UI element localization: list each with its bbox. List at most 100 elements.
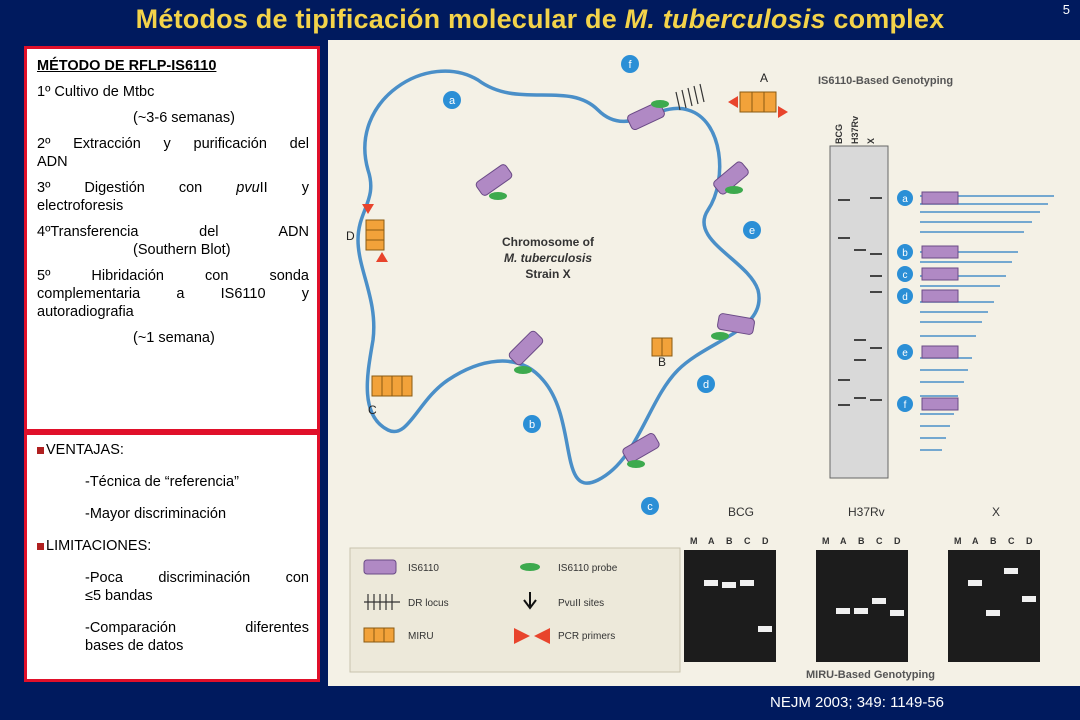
step-5-line2: complementaria a IS6110 y <box>37 286 309 302</box>
legend-primers: PCR primers <box>558 631 615 642</box>
legend-pvuii: PvuII sites <box>558 598 604 609</box>
miru-locus-b <box>651 337 673 357</box>
method-heading: MÉTODO DE RFLP-IS6110 <box>37 58 217 74</box>
locus-letters: A B C D <box>346 71 768 417</box>
is6110-element <box>475 164 513 196</box>
legend-is6110: IS6110 <box>408 563 439 574</box>
title-prefix: Métodos de tipificación molecular de <box>135 4 625 34</box>
lane-label: M <box>822 536 830 546</box>
step-5-line3: autoradiografia <box>37 304 134 320</box>
probe-icon <box>725 186 743 194</box>
lane-label: D <box>1026 536 1033 546</box>
method-box: MÉTODO DE RFLP-IS6110 1º Cultivo de Mtbc… <box>24 46 320 432</box>
probe-icon <box>627 460 645 468</box>
limitation-2: -Comparación diferentes bases de datos <box>37 619 309 655</box>
lane-label: A <box>840 536 847 546</box>
loop-label: c <box>647 501 653 513</box>
lane-label: D <box>762 536 769 546</box>
limitation-1: -Poca discriminación con ≤5 bandas <box>37 569 309 605</box>
legend-panel <box>349 547 681 673</box>
step-4-line2: (Southern Blot) <box>133 242 231 258</box>
dr-locus <box>675 83 705 111</box>
lane-label: B <box>990 536 997 546</box>
step-3-line1: 3º Digestión con pvuII y <box>37 179 309 197</box>
lane-label: A <box>972 536 979 546</box>
is6110-band <box>921 191 959 205</box>
probe-markers <box>489 100 743 468</box>
step-5-time: (~1 semana) <box>133 330 215 346</box>
limitation-2-line1: -Comparación diferentes <box>85 620 309 636</box>
probe-icon <box>651 100 669 108</box>
gel-title: BCG <box>728 505 754 519</box>
probe-icon <box>514 366 532 374</box>
southern-blot <box>829 145 889 479</box>
advantages-heading: VENTAJAS: <box>37 441 309 459</box>
advantage-2: -Mayor discriminación <box>85 506 227 522</box>
is6110-element <box>713 161 749 195</box>
pcr-primers <box>362 96 788 262</box>
blot-column-label: H37Rv <box>850 116 860 144</box>
band-labels: a b c d e f <box>897 190 913 412</box>
lane-label: C <box>876 536 883 546</box>
primer-icon <box>362 204 374 214</box>
legend-miru: MIRU <box>408 631 434 642</box>
gel-title: H37Rv <box>848 505 885 519</box>
blot-column-label: BCG <box>834 124 844 144</box>
probe-icon <box>489 192 507 200</box>
loop-label: e <box>749 225 755 237</box>
band-map: a b c d e f <box>897 190 1054 451</box>
miru-locus-c <box>371 375 413 397</box>
lane-label: A <box>708 536 715 546</box>
is6110-band <box>921 397 959 411</box>
step-4-line1: 4ºTransferencia del ADN <box>37 224 309 240</box>
locus-label: B <box>658 355 666 369</box>
primer-icon <box>728 96 738 108</box>
miru-legend-icon <box>363 627 395 643</box>
limitation-1-line2: ≤5 bandas <box>85 588 153 604</box>
lane-label: C <box>744 536 751 546</box>
step-3-line2: electroforesis <box>37 198 124 214</box>
chromosome-line3: Strain X <box>525 267 570 281</box>
step-1: 1º Cultivo de Mtbc <box>37 83 309 101</box>
loop-label: b <box>529 419 535 431</box>
genotyping-figure: Chromosome of M. tuberculosis Strain X <box>328 40 1080 686</box>
loop-label: f <box>628 59 632 71</box>
citation: NEJM 2003; 349: 1149-56 <box>770 694 945 711</box>
miru-title: MIRU-Based Genotyping <box>806 669 935 681</box>
lane-label: B <box>726 536 733 546</box>
is6110-band <box>921 345 959 359</box>
is6110-band <box>921 245 959 259</box>
loop-label: a <box>449 95 456 107</box>
pvuii-legend-icon <box>523 592 537 610</box>
legend-dr-locus: DR locus <box>408 598 449 609</box>
band-label: c <box>903 270 908 281</box>
chromosome-loop <box>356 69 761 485</box>
blot-bands <box>838 197 882 406</box>
advantages-label: VENTAJAS: <box>46 442 124 458</box>
is6110-element <box>508 330 544 366</box>
band-label: b <box>902 248 908 259</box>
step-3-b: II y <box>259 180 309 196</box>
step-2-line1: 2º Extracción y purificación del <box>37 136 309 152</box>
lane-label: C <box>1008 536 1015 546</box>
gel-title: X <box>992 505 1000 519</box>
bullet-icon <box>37 446 44 454</box>
lane-label: M <box>690 536 698 546</box>
chromosome-line2: M. tuberculosis <box>504 251 592 265</box>
step-5: 5º Hibridación con sonda complementaria … <box>37 267 309 321</box>
title-italic: M. tuberculosis <box>624 4 826 34</box>
is6110-elements <box>475 101 755 463</box>
locus-label: A <box>760 71 768 85</box>
loop-labels: a f e d b c <box>443 55 761 515</box>
evaluation-box: VENTAJAS: -Técnica de “referencia” -Mayo… <box>24 432 320 682</box>
limitation-1-line1: -Poca discriminación con <box>85 570 309 586</box>
lane-label: D <box>894 536 901 546</box>
primer-icon <box>778 106 788 118</box>
legend-probe: IS6110 probe <box>558 563 618 574</box>
miru-locus-d <box>365 219 385 251</box>
band-label: f <box>904 400 907 411</box>
step-2-line2: ADN <box>37 154 68 170</box>
